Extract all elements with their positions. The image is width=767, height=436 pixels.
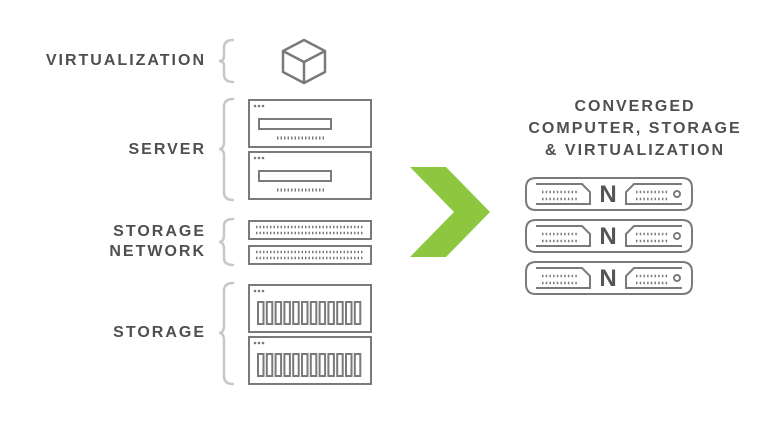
drive-slot bbox=[301, 301, 309, 325]
bracket-storage bbox=[218, 281, 235, 386]
node-letter: N bbox=[599, 181, 616, 208]
drive-slot bbox=[265, 353, 274, 377]
drive-slot bbox=[336, 353, 344, 377]
drive-slot bbox=[318, 301, 327, 325]
drive-slot bbox=[292, 301, 300, 325]
converged-node: N bbox=[525, 219, 693, 253]
drive-slot bbox=[257, 353, 265, 377]
node-letter: N bbox=[599, 265, 616, 292]
drive-slot bbox=[353, 301, 362, 325]
drive-slot bbox=[274, 353, 283, 377]
label-storage-network-line2: NETWORK bbox=[109, 243, 206, 260]
storage-array-icon bbox=[248, 284, 372, 385]
drive-slot bbox=[353, 353, 362, 377]
converged-node: N bbox=[525, 261, 693, 295]
converged-node: N bbox=[525, 177, 693, 211]
power-led bbox=[673, 232, 681, 240]
drive-slot bbox=[345, 353, 353, 377]
chevron-arrow-icon bbox=[410, 167, 490, 257]
drive-slot bbox=[318, 353, 327, 377]
converged-title-line3: & VIRTUALIZATION bbox=[544, 142, 726, 159]
bracket-server bbox=[218, 97, 235, 202]
storage-network-icon bbox=[248, 220, 372, 265]
drive-slot bbox=[283, 353, 291, 377]
converged-node-icon: NNN bbox=[525, 177, 693, 295]
drive-slot bbox=[257, 301, 265, 325]
drive-slot bbox=[327, 301, 335, 325]
label-storage: STORAGE bbox=[113, 324, 206, 341]
drive-slot bbox=[274, 301, 283, 325]
bracket-virtualization bbox=[218, 38, 235, 84]
converged-title: CONVERGED COMPUTER, STORAGE & VIRTUALIZA… bbox=[505, 96, 765, 162]
label-virtualization: VIRTUALIZATION bbox=[45, 52, 206, 69]
drive-slot bbox=[292, 353, 300, 377]
converged-title-line1: CONVERGED bbox=[574, 98, 696, 115]
label-server: SERVER bbox=[128, 141, 206, 158]
node-letter: N bbox=[599, 223, 616, 250]
drive-slot bbox=[309, 301, 318, 325]
cube-icon bbox=[281, 38, 327, 85]
drive-slot bbox=[283, 301, 291, 325]
converged-title-line2: COMPUTER, STORAGE bbox=[528, 120, 742, 137]
label-storage-network-line1: STORAGE bbox=[113, 223, 206, 240]
power-led bbox=[673, 190, 681, 198]
drive-slot bbox=[336, 301, 344, 325]
server-icon bbox=[248, 99, 372, 200]
drive-slot bbox=[345, 301, 353, 325]
drive-slot bbox=[301, 353, 309, 377]
drive-slot bbox=[309, 353, 318, 377]
drive-slot bbox=[327, 353, 335, 377]
label-storage-network: STORAGE NETWORK bbox=[20, 222, 206, 262]
bracket-storage-network bbox=[218, 217, 235, 267]
drive-slot bbox=[265, 301, 274, 325]
power-led bbox=[673, 274, 681, 282]
